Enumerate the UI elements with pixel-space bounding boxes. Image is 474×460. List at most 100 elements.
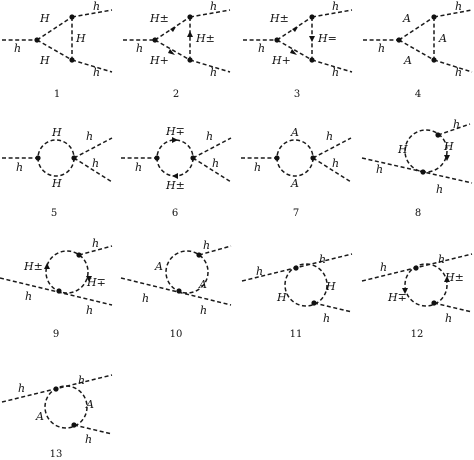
label-H: H: [397, 143, 408, 156]
label-Hpm: H±: [444, 271, 464, 284]
arrow-icon: [290, 49, 297, 55]
label-H: H: [39, 12, 50, 25]
label-A: A: [438, 32, 447, 45]
label-H: H: [39, 54, 50, 67]
label-Hmp: H∓: [387, 291, 407, 304]
label-h: h: [453, 118, 460, 131]
label-H: H: [51, 177, 62, 190]
label-h: h: [85, 433, 92, 446]
diagram-11: h h H H h 11: [241, 253, 353, 340]
diagram-number: 2: [173, 89, 179, 100]
arrow-icon: [44, 263, 50, 269]
arrow-icon: [168, 49, 175, 55]
label-Hpm: H±: [165, 179, 185, 192]
label-h: h: [254, 161, 261, 174]
arrow-icon: [187, 31, 193, 37]
arrow-icon: [402, 288, 408, 294]
arrow-icon: [86, 276, 92, 282]
diagram-number: 11: [290, 329, 303, 340]
label-h: h: [455, 0, 462, 13]
diagram-number: 4: [415, 89, 421, 100]
label-h: h: [258, 42, 265, 55]
label-h: h: [25, 290, 32, 303]
diagram-13: h h A A h 13: [1, 374, 113, 460]
label-A: A: [290, 177, 299, 190]
label-Hmp: H∓: [86, 276, 106, 289]
diagram-number: 8: [415, 208, 421, 219]
diagram-12: h h H± H∓ h 12: [361, 253, 473, 340]
arrow-icon: [172, 137, 178, 143]
diagram-number: 6: [172, 208, 178, 219]
label-h: h: [212, 157, 219, 170]
label-h: h: [210, 0, 217, 13]
diagram-8: h H H h h 8: [361, 118, 473, 219]
label-h: h: [378, 42, 385, 55]
arrow-icon: [309, 36, 315, 42]
label-h: h: [92, 157, 99, 170]
label-h: h: [14, 42, 21, 55]
diagram-6: h H∓ H± h h 6: [121, 125, 232, 219]
label-h: h: [376, 163, 383, 176]
label-h: h: [380, 261, 387, 274]
label-A: A: [198, 278, 207, 291]
label-A: A: [402, 12, 411, 25]
label-h: h: [436, 183, 443, 196]
diagram-number: 7: [293, 208, 299, 219]
diagram-number: 5: [51, 208, 57, 219]
label-A: A: [403, 54, 412, 67]
label-h: h: [78, 374, 85, 387]
label-H: H: [443, 140, 454, 153]
label-H: H: [51, 126, 62, 139]
diagram-number: 12: [411, 329, 424, 340]
label-h: h: [206, 130, 213, 143]
arrow-icon: [444, 155, 450, 161]
label-H: H: [75, 32, 86, 45]
diagram-2: h H± H± H+ h h 2: [123, 0, 231, 100]
label-Hpm: H±: [269, 12, 289, 25]
label-A: A: [35, 410, 44, 423]
label-Heq: H=: [317, 32, 337, 45]
label-h: h: [323, 312, 330, 325]
label-Hmp: H∓: [165, 125, 185, 138]
label-A: A: [154, 260, 163, 273]
label-h: h: [92, 237, 99, 250]
arrow-icon: [292, 27, 298, 32]
label-Hpm: H±: [149, 12, 169, 25]
label-h: h: [445, 312, 452, 325]
label-Hp: H+: [271, 54, 291, 67]
label-H: H: [276, 291, 287, 304]
diagram-4: h A A A h h 4: [363, 0, 473, 100]
label-h: h: [135, 161, 142, 174]
label-h: h: [16, 161, 23, 174]
diagram-number: 3: [294, 89, 300, 100]
label-h: h: [142, 292, 149, 305]
label-h: h: [200, 304, 207, 317]
label-h: h: [256, 265, 263, 278]
diagram-number: 10: [170, 329, 183, 340]
label-H: H: [325, 280, 336, 293]
label-h: h: [332, 157, 339, 170]
diagram-number: 13: [50, 449, 63, 460]
arrow-icon: [170, 27, 176, 32]
label-h: h: [18, 382, 25, 395]
label-Hp: H+: [149, 54, 169, 67]
label-h: h: [332, 66, 339, 79]
diagram-5: h H H h h 5: [2, 126, 113, 219]
label-h: h: [136, 42, 143, 55]
arrow-icon: [444, 276, 450, 282]
diagram-3: h H± H= H+ h h 3: [243, 0, 353, 100]
diagram-number: 9: [53, 329, 59, 340]
diagram-1: h H H H h h 1: [2, 0, 113, 100]
label-h: h: [86, 304, 93, 317]
label-h: h: [93, 0, 100, 13]
label-h: h: [203, 239, 210, 252]
label-Hpm: H±: [23, 260, 43, 273]
label-h: h: [438, 253, 445, 266]
diagram-7: h A A h h 7: [241, 126, 352, 219]
label-h: h: [210, 66, 217, 79]
label-Hpm: H±: [195, 32, 215, 45]
label-h: h: [319, 253, 326, 266]
arrow-icon: [172, 173, 178, 179]
label-h: h: [93, 66, 100, 79]
diagram-number: 1: [54, 89, 60, 100]
